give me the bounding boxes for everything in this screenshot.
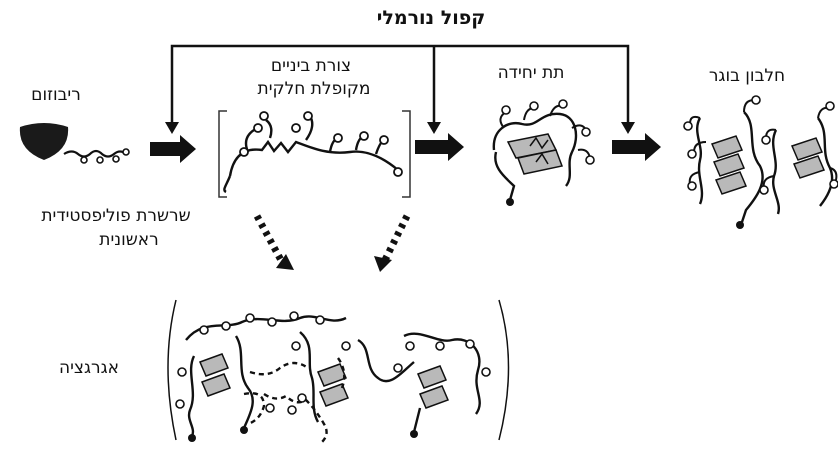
intermediate-label-line1: צורת ביניים <box>271 55 351 77</box>
primary-chain-label-line1: שרשרת פוליפסטידית <box>41 205 190 227</box>
aggregation-label: אגרגציה <box>59 357 119 379</box>
mature-subunit-right <box>760 102 838 214</box>
ribosome-shape <box>20 123 68 160</box>
aggregation-arrows <box>257 216 407 272</box>
mature-protein-structure <box>684 96 838 229</box>
mature-subunit-left <box>684 96 763 229</box>
subunit-label: תת יחידה <box>498 62 565 84</box>
bracket-arrowheads <box>165 122 635 134</box>
process-arrows <box>150 133 661 163</box>
subunit-structure <box>494 100 594 206</box>
normal-folding-title: קפול נורמלי <box>377 7 486 29</box>
intermediate-chain <box>224 116 398 192</box>
intermediate-label-line2: מקופלת חלקית <box>258 78 371 100</box>
intermediate-beads <box>240 112 402 176</box>
mature-protein-label: חלבון בוגר <box>709 65 785 87</box>
aggregate-structure <box>176 312 490 442</box>
ribosome-label: ריבוזום <box>31 84 81 106</box>
primary-chain-label-line2: ראשונית <box>99 229 158 251</box>
